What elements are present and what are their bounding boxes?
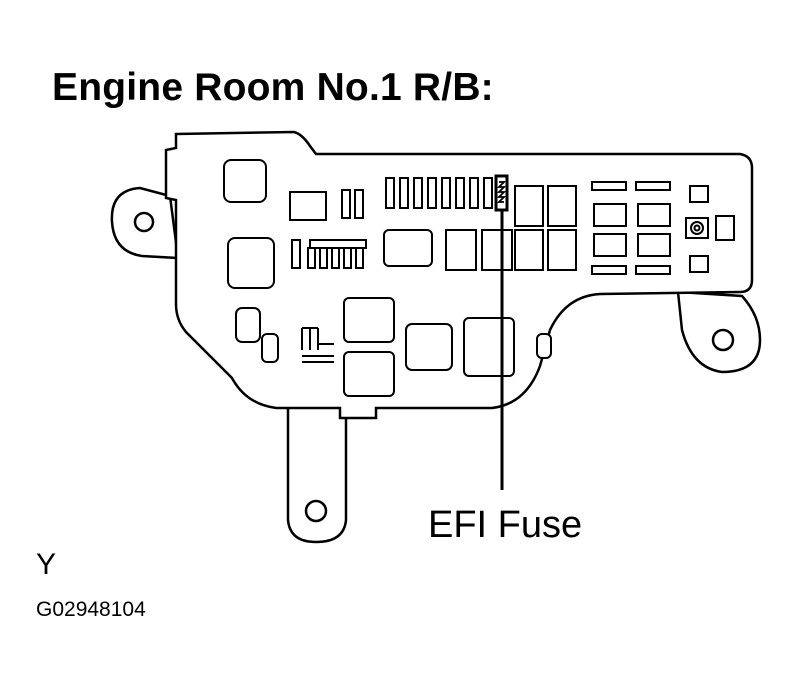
bar-fuse-bottom-1 [591,265,627,275]
bar-fuse-bottom-2 [635,265,671,275]
mini-fuse-1 [385,177,395,209]
small-component-lower-left [235,307,261,343]
bar-fuse-top-2 [635,181,671,191]
maxi-fuse-2 [547,185,577,227]
bar-fuse-top-1 [591,181,627,191]
component-group-right [591,181,735,275]
maxi-fuse-3 [445,229,477,271]
relay-right-2 [637,203,671,227]
terminal-stud-outer [690,221,704,235]
relay-middle-left [227,237,275,289]
relay-lower-3 [405,323,453,371]
diagram-title: Engine Room No.1 R/B: [52,66,494,109]
fuse-pin-4 [343,247,352,269]
component-group-upper-middle [289,189,367,269]
terminal-stud-box [685,217,709,239]
mini-fuse-5 [441,177,451,209]
terminal-stud-inner [693,224,701,232]
right-mounting-ear [676,290,762,374]
relay-right-1 [593,203,627,227]
fuse-pin-2 [319,247,328,269]
component-group-left [223,159,279,363]
figure-id: G02948104 [36,598,146,621]
relay-top-left [223,159,267,203]
maxi-fuse-4 [481,229,513,271]
relay-right-4 [637,233,671,257]
fuse-bar [309,239,367,249]
bottom-mounting-tab [286,403,348,544]
relay-lower-4 [463,317,515,377]
fuse-pin-1 [307,247,316,269]
mini-fuse-4 [427,177,437,209]
maxi-fuse-5 [514,229,544,271]
efi-fuse-element [496,181,507,203]
relay-lower-1 [343,297,395,343]
mini-fuse-row [385,174,509,212]
efi-fuse-label: EFI Fuse [428,504,583,546]
block-fuse-upper-3 [354,189,364,219]
mini-fuse-3 [413,177,423,209]
small-block-right-bottom [689,255,709,273]
block-fuse-upper-4 [291,239,301,269]
mini-fuse-6 [455,177,465,209]
mini-fuse-8 [483,177,493,209]
small-component-lower-left-2 [261,333,279,363]
small-component-lower-right [536,333,552,359]
left-mounting-ear [110,186,180,260]
component-group-center [383,185,577,271]
maxi-fuse-1 [514,185,544,227]
fuse-pin-5 [355,247,364,269]
fuse-pin-3 [331,247,340,269]
maxi-fuse-6 [547,229,577,271]
small-block-right-top [689,185,709,203]
small-block-right-side [715,215,735,241]
relay-right-3 [593,233,627,257]
mini-fuse-2 [399,177,409,209]
block-fuse-upper-2 [341,189,351,219]
view-letter: Y [36,548,57,581]
terminal-comb [301,327,334,363]
mini-fuse-7 [469,177,479,209]
block-fuse-upper-1 [289,191,327,221]
relay-center [383,229,433,267]
relay-lower-2 [343,351,395,397]
